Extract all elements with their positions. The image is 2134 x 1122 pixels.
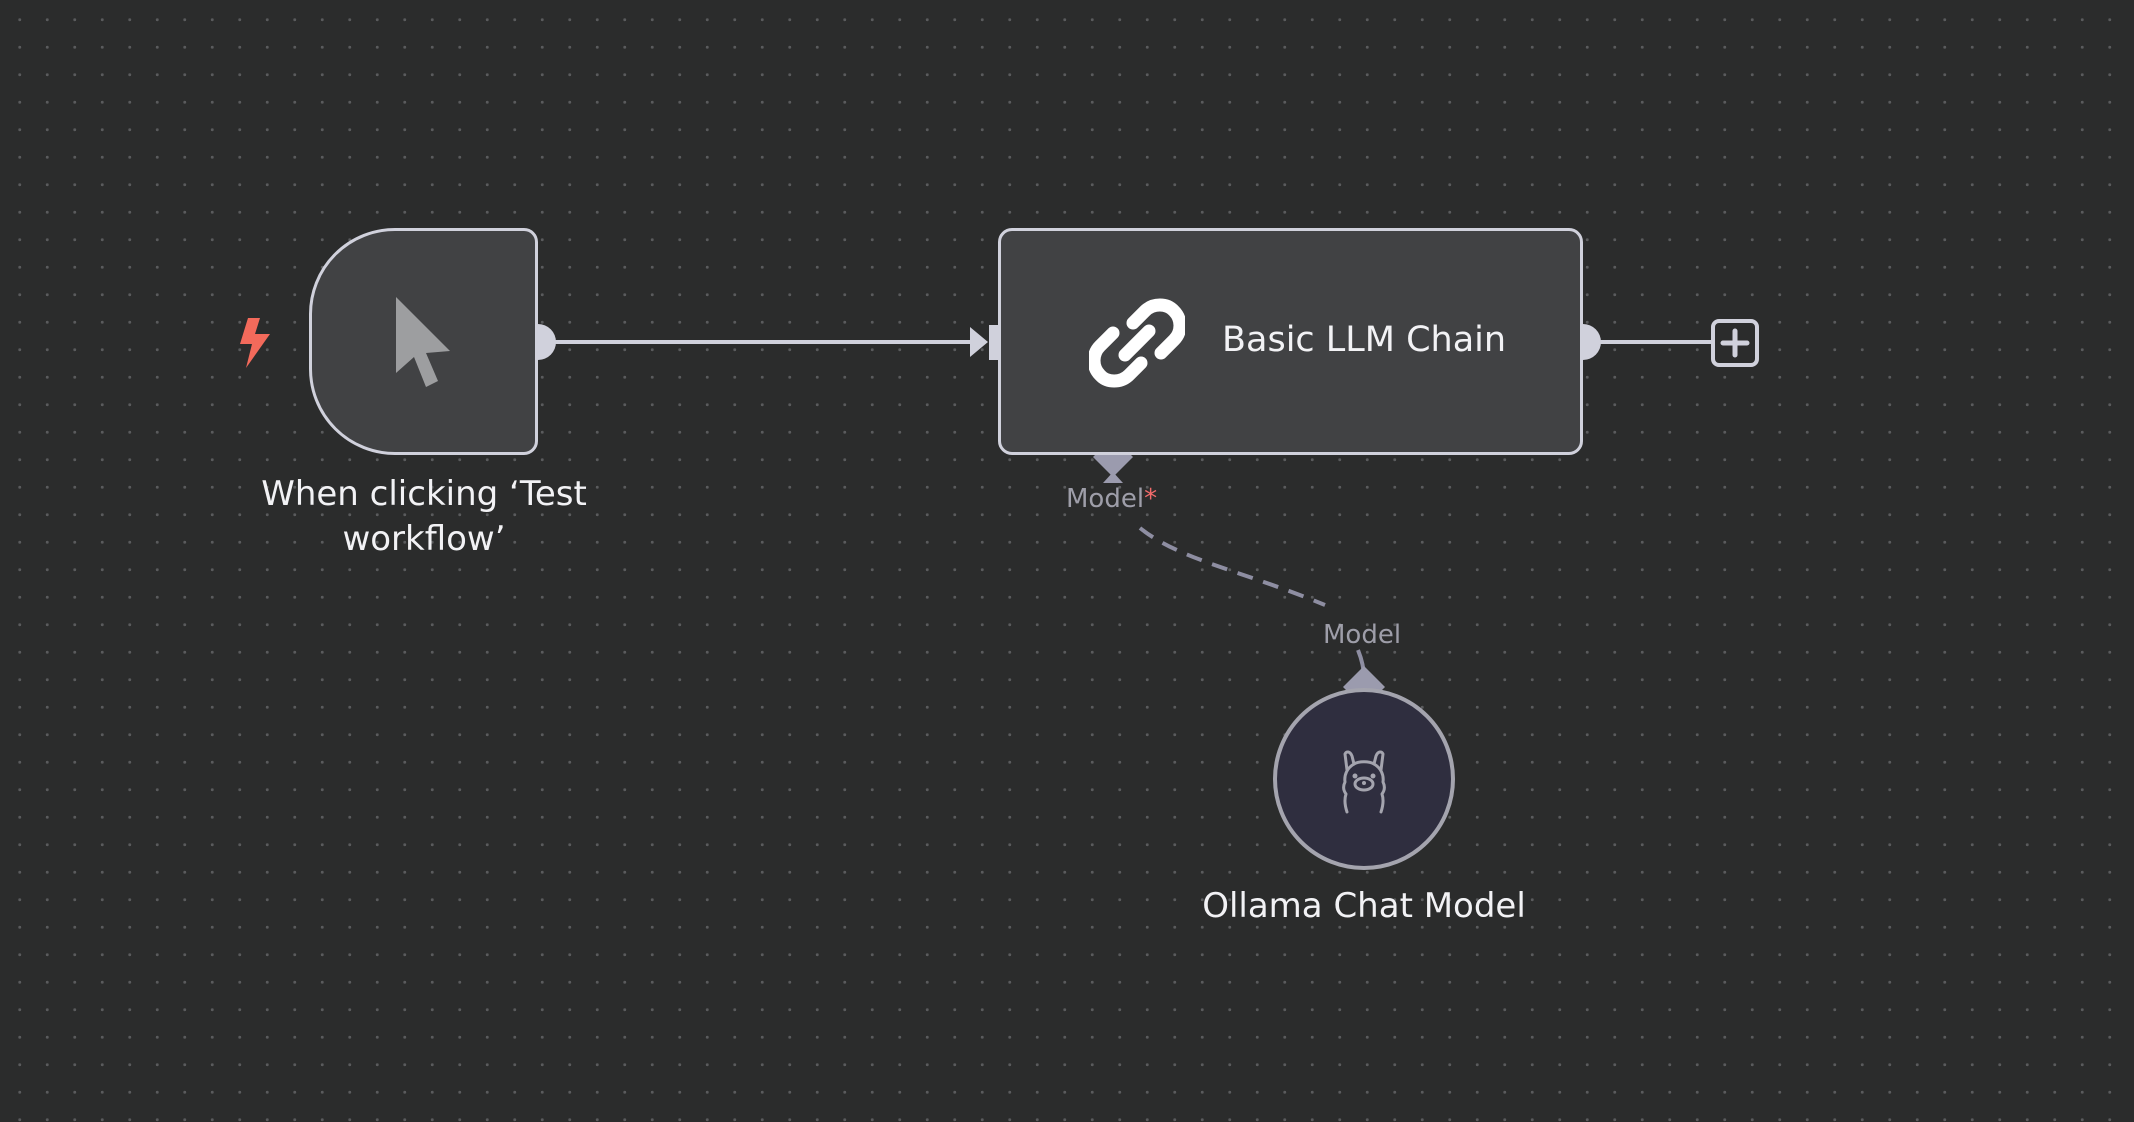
manual-trigger-node[interactable] — [309, 228, 538, 455]
model-node-port-label: Model — [1323, 620, 1402, 650]
chain-model-port-label: Model* — [1066, 484, 1158, 514]
basic-llm-chain-node[interactable] — [998, 228, 1583, 455]
link-chain-icon — [1089, 298, 1185, 388]
trigger-node-label: When clicking ‘Test workflow’ — [261, 474, 587, 559]
model-node-label: Ollama Chat Model — [1202, 886, 1526, 926]
plus-icon — [1720, 328, 1750, 358]
ollama-chat-model-node[interactable] — [1273, 688, 1455, 870]
chain-model-port-arrow — [1103, 472, 1123, 483]
model-connection-edge[interactable] — [1138, 526, 1326, 607]
add-node-button[interactable] — [1710, 318, 1760, 368]
ollama-llama-icon — [1342, 750, 1386, 814]
chain-node-label: Basic LLM Chain — [1222, 320, 1507, 360]
edge-arrowhead — [970, 327, 988, 357]
required-marker: * — [1144, 484, 1158, 514]
lightning-bolt-icon — [240, 318, 270, 368]
cursor-arrow-icon — [396, 297, 450, 387]
